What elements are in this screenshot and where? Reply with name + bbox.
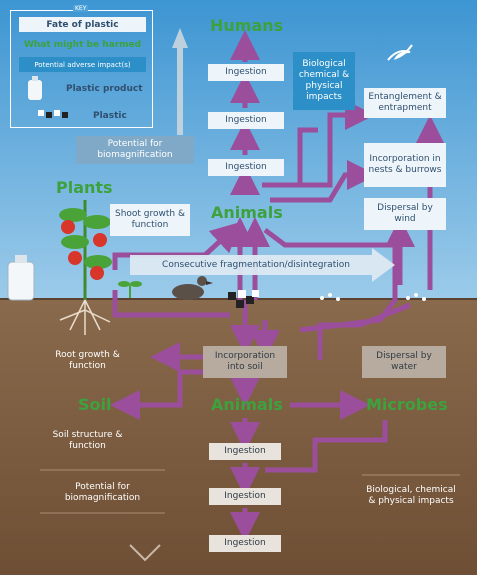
plastic-fragments-icon <box>228 290 426 308</box>
soil-structure-label: Soil structure & function <box>52 430 123 451</box>
ingestion-box: Ingestion <box>209 488 281 505</box>
heading-animals-bottom: Animals <box>211 395 283 414</box>
plastic-bottle-icon <box>7 255 35 301</box>
nests-box: Incorporation in nests & burrows <box>364 143 446 187</box>
biomagnification-box: Potential for biomagnification <box>76 136 194 164</box>
heading-microbes: Microbes <box>366 395 448 414</box>
ingestion-box: Ingestion <box>208 112 284 129</box>
fragmentation-label: Consecutive fragmentation/disintegration <box>162 259 350 270</box>
tomato-plant-icon <box>59 200 112 335</box>
biomagnification-label: Potential for biomagnification <box>64 482 141 503</box>
incorporation-soil-box: Incorporation into soil <box>203 346 287 378</box>
ingestion-box: Ingestion <box>209 443 281 460</box>
biomagnification-arrow <box>172 28 188 135</box>
key-product: Plastic product <box>66 84 143 94</box>
seedling-icon <box>118 281 142 298</box>
key-impact: Potential adverse impact(s) <box>19 57 146 72</box>
key-fate: Fate of plastic <box>19 17 146 32</box>
fragmentation-arrow <box>130 248 395 282</box>
bird-icon <box>387 44 413 61</box>
legend-key: KEY Fate of plastic What might be harmed… <box>10 5 153 128</box>
key-bottle-icon <box>28 76 42 100</box>
heading-plants: Plants <box>56 178 113 197</box>
chevron-down-icon <box>129 544 161 562</box>
ingestion-box: Ingestion <box>208 64 284 81</box>
purple-arrows <box>110 30 445 542</box>
heading-animals-top: Animals <box>211 203 283 222</box>
entanglement-box: Entanglement & entrapment <box>364 88 446 118</box>
key-fragments-icon <box>38 110 68 118</box>
dispersal-water-box: Dispersal by water <box>362 346 446 378</box>
biological-impacts-label: Biological, chemical & physical impacts <box>366 485 456 506</box>
ingestion-box: Ingestion <box>208 159 284 176</box>
root-growth-label: Root growth & function <box>55 350 120 371</box>
wind-box: Dispersal by wind <box>364 198 446 230</box>
heading-humans: Humans <box>210 16 284 35</box>
shoot-growth-box: Shoot growth & function <box>110 204 190 236</box>
key-plastic: Plastic <box>93 111 127 121</box>
duck-icon <box>172 276 213 300</box>
heading-soil: Soil <box>78 395 112 414</box>
key-title: KEY <box>73 5 89 12</box>
key-harmed: What might be harmed <box>23 39 142 50</box>
biological-impacts-box: Biological chemical & physical impacts <box>293 52 355 110</box>
ingestion-box: Ingestion <box>209 535 281 552</box>
